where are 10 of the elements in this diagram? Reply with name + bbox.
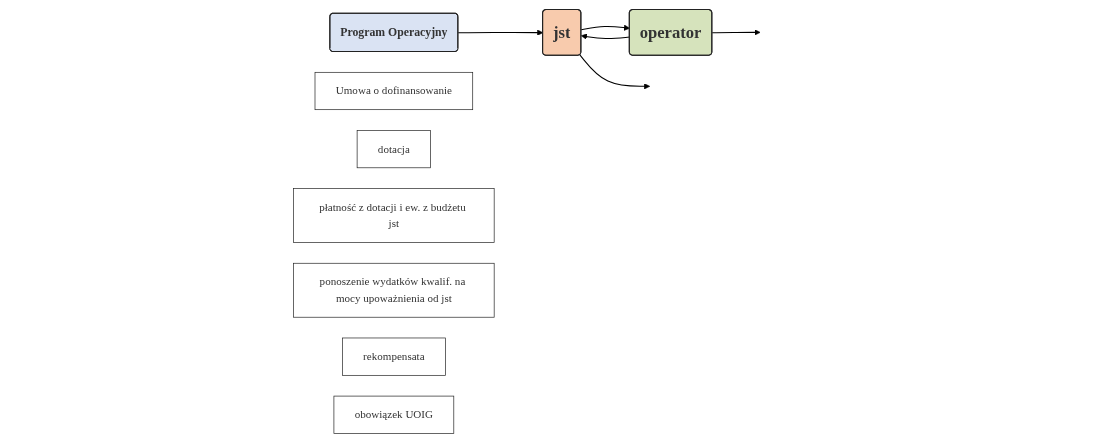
node-box: ponoszenie wydatków kwalif. na mocy upoważnienia od jst [293,262,495,318]
arrow [580,33,630,40]
node-box: rekompensata [341,337,446,376]
arrow [579,54,650,90]
node-box: dotacja [356,130,431,169]
node-box: obowiązek UOIG [333,395,454,434]
arrow [711,29,761,36]
node-box: Umowa o dofinansowanie [314,71,473,111]
arrow [580,24,630,31]
node-box: płatność z dotacji i ew. z budżetu jst [293,188,495,243]
